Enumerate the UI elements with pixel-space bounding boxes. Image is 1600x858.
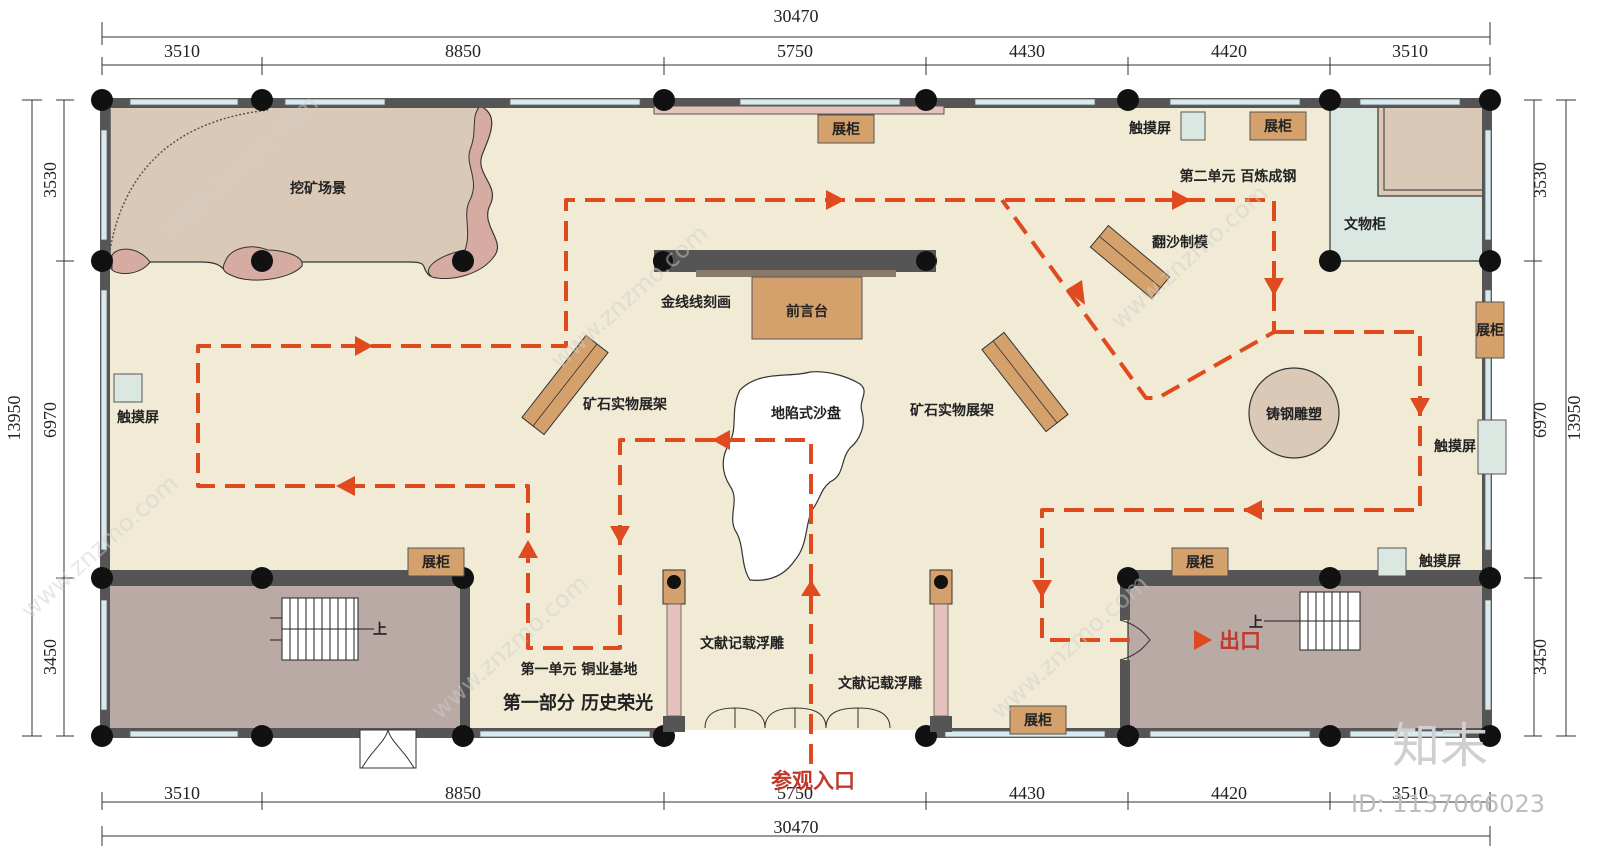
mining-arc: [109, 109, 269, 251]
sand-table-label: 地陷式沙盘: [771, 405, 841, 422]
exit-door: [1119, 619, 1151, 661]
cabinet-right: [1171, 547, 1229, 577]
preface-desk-label: 前言台: [786, 303, 828, 320]
dim-total-bottom: 30470: [774, 817, 819, 837]
dimension-left: [22, 99, 74, 737]
ore-shelf-right-label: 矿石实物展架: [910, 402, 994, 419]
dim-bottom-2: 8850: [445, 783, 481, 803]
entrance-label: 参观入口: [771, 769, 855, 793]
watermark-brand: 知末: [1392, 718, 1488, 774]
cabinet-top-center: [817, 114, 875, 144]
preface-desk: [751, 276, 863, 340]
gold-line-wall-base: [696, 270, 896, 277]
dimension-bottom: [101, 792, 1491, 846]
exit-label: 出口: [1219, 629, 1261, 653]
ore-shelf-left: [521, 334, 609, 436]
touchscreen-bottom-right-label: 触摸屏: [1418, 553, 1461, 570]
dim-top-3: 5750: [777, 41, 813, 61]
ore-shelf-right: [981, 331, 1069, 433]
dim-top-4: 4430: [1009, 41, 1045, 61]
dim-bottom-5: 4420: [1211, 783, 1247, 803]
dim-bottom-1: 3510: [164, 783, 200, 803]
entrance-doors: [704, 707, 891, 729]
cabinet-top-right-label: 展柜: [1264, 118, 1292, 135]
unit-two-label: 第二单元 百炼成钢: [1180, 168, 1297, 185]
route-arrows: [336, 190, 1430, 650]
dim-top-1: 3510: [164, 41, 200, 61]
sand-mold: [1089, 224, 1171, 300]
steel-sculpture: [1248, 367, 1340, 459]
dim-left-2: 6970: [40, 402, 60, 438]
ore-shelf-left-label: 矿石实物展架: [583, 396, 667, 413]
steel-sculpture-label: 铸钢雕塑: [1266, 406, 1322, 423]
touchscreen-bottom-right: [1377, 547, 1407, 577]
relief-right: [929, 569, 953, 732]
stairs-left-up-label: 上: [373, 622, 387, 638]
dim-right-2: 6970: [1530, 402, 1550, 438]
relief-left-label: 文献记载浮雕: [700, 635, 784, 652]
touchscreen-right-label: 触摸屏: [1433, 438, 1476, 455]
gold-line-engraving-label: 金线线刻画: [660, 294, 731, 311]
touchscreen-left-label: 触摸屏: [116, 409, 159, 426]
side-door-left: [359, 729, 417, 769]
stairs-right: [1264, 591, 1361, 651]
mining-scene-label: 挖矿场景: [290, 180, 346, 197]
watermark-id: ID: 1137066023: [1351, 790, 1545, 818]
touchscreen-top-label: 触摸屏: [1128, 120, 1171, 137]
gold-line-wall: [654, 250, 936, 272]
dim-top-5: 4420: [1211, 41, 1247, 61]
relic-cabinet-label: 文物柜: [1344, 216, 1386, 233]
dim-left-1: 3530: [40, 162, 60, 198]
cabinet-left: [407, 547, 465, 577]
mining-rock-right: [427, 105, 498, 280]
cabinet-left-label: 展柜: [422, 554, 450, 571]
dim-top-6: 3510: [1392, 41, 1428, 61]
dim-left-3: 3450: [40, 639, 60, 675]
touchscreen-top: [1180, 111, 1206, 141]
dimension-top: [101, 22, 1491, 75]
dim-total-top: 30470: [774, 6, 819, 26]
relief-left: [662, 569, 686, 732]
dim-bottom-6: 3510: [1392, 783, 1428, 803]
unit-one-label: 第一单元 铜业基地: [521, 661, 638, 678]
dim-height-right: 13950: [1564, 396, 1584, 441]
gold-line-column-left: [653, 251, 673, 271]
gold-line-column-right: [916, 251, 936, 271]
relic-cabinet-storage: [1377, 105, 1485, 197]
cabinet-bottom-label: 展柜: [1024, 712, 1052, 729]
cabinet-top-center-label: 展柜: [832, 121, 860, 138]
touchscreen-right: [1477, 419, 1507, 475]
dim-height-left: 13950: [4, 396, 24, 441]
stairs-left: [270, 597, 374, 661]
part-one-label: 第一部分 历史荣光: [503, 692, 653, 714]
dim-bottom-4: 4430: [1009, 783, 1045, 803]
touchscreen-left: [113, 373, 143, 403]
cabinet-right-wall-label: 展柜: [1476, 322, 1504, 339]
dim-right-1: 3530: [1530, 162, 1550, 198]
dim-bottom-3: 5750: [777, 783, 813, 803]
mining-rock-left: [111, 248, 151, 275]
cabinet-top-right: [1249, 111, 1307, 141]
dim-top-2: 8850: [445, 41, 481, 61]
top-wall-panel: [653, 105, 945, 115]
relief-right-label: 文献记载浮雕: [838, 675, 922, 692]
cabinet-right-label: 展柜: [1186, 554, 1214, 571]
cabinet-right-wall: [1475, 301, 1505, 359]
dim-right-3: 3450: [1530, 639, 1550, 675]
cabinet-bottom: [1009, 705, 1067, 735]
visit-route: [196, 198, 1422, 764]
stairs-right-up-label: 上: [1249, 615, 1263, 631]
sand-mold-label: 翻沙制模: [1152, 234, 1209, 251]
dimension-right: [1524, 99, 1576, 737]
